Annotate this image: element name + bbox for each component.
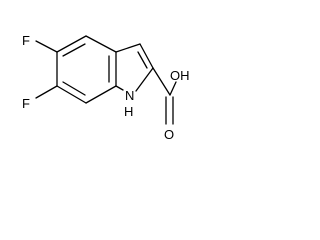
bond-c5-f: [35, 40, 58, 53]
molecule-drawing: F F N H OH O: [22, 33, 190, 142]
structure-canvas: F F N H OH O: [22, 33, 190, 142]
bond-c-oh: [169, 81, 177, 96]
hydrogen-label: H: [124, 104, 133, 119]
bond-c2-cooh: [152, 67, 171, 96]
pyrrole-ring: [115, 43, 154, 92]
carboxyl-group: [152, 67, 177, 125]
carbonyl-oxygen-label: O: [164, 127, 174, 142]
bond-c4-c5: [56, 35, 87, 53]
bond-c3a-c4: [85, 35, 117, 53]
fluorine-label-bottom: F: [22, 96, 30, 111]
bond-c6-f: [35, 85, 58, 99]
double-bond-c6-c7-inner: [62, 81, 86, 96]
bond-c3-c2: [139, 43, 154, 69]
bond-c3a-c3: [115, 43, 141, 53]
bond-c7-c7a: [85, 85, 117, 104]
fluorine-label-top: F: [22, 33, 30, 48]
double-bond-c4-c5-inner: [62, 43, 86, 57]
bond-c2-n1: [135, 67, 154, 92]
bond-n1-c7a: [115, 85, 124, 91]
benzene-ring: [56, 35, 117, 104]
double-bond-c3-c2-inner: [137, 51, 148, 69]
hydroxyl-label: OH: [170, 68, 190, 83]
nitrogen-label: N: [125, 88, 134, 103]
bond-c6-c7: [56, 85, 87, 104]
